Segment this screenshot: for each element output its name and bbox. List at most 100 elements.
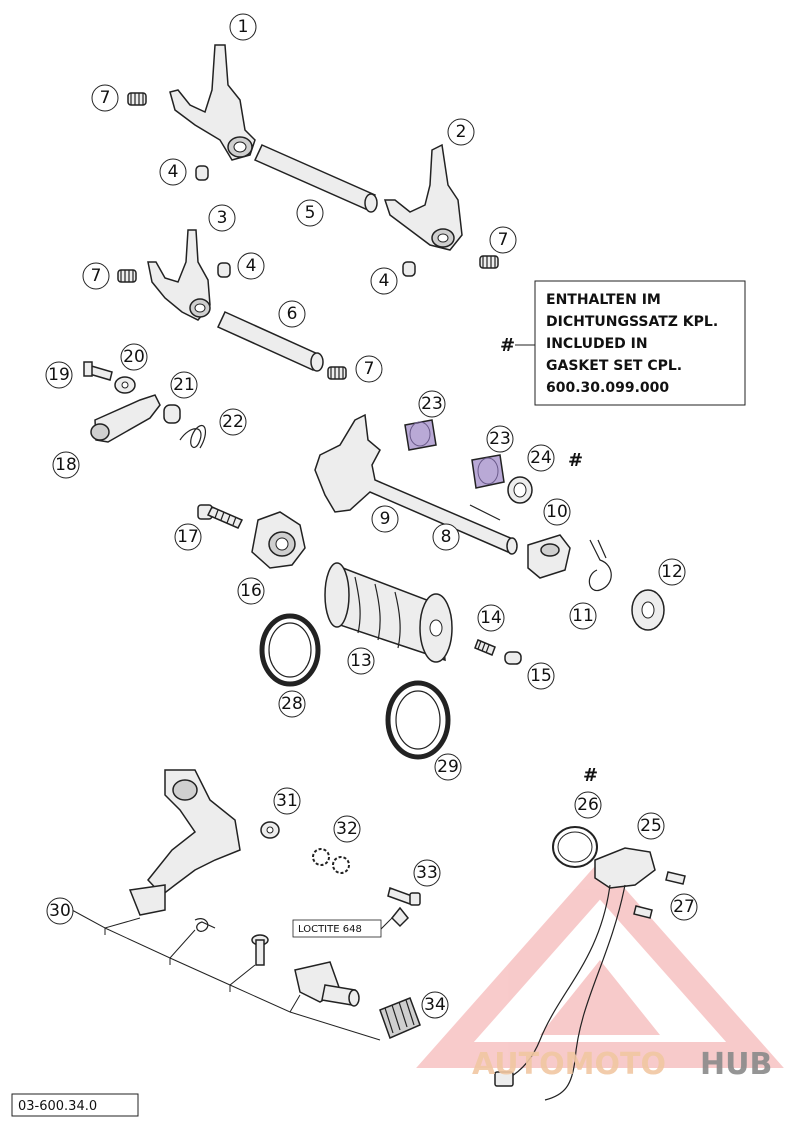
svg-text:2: 2 (456, 122, 467, 142)
spring-14 (474, 639, 496, 656)
callout-23a: 23 (418, 390, 446, 418)
guide-pin-4b (217, 262, 231, 278)
callout-22: 22 (219, 408, 247, 436)
needle-bearing-23a (404, 419, 437, 451)
callout-8: 8 (432, 523, 460, 551)
callout-3: 3 (208, 204, 236, 232)
callout-11: 11 (569, 602, 597, 630)
needle-bearing-23b (471, 454, 505, 489)
shift-drum-13 (324, 562, 453, 663)
callout-7a: 7 (91, 84, 119, 112)
callout-27: 27 (670, 893, 698, 921)
callout-28: 28 (278, 690, 306, 718)
shift-fork-1 (169, 44, 256, 161)
gasket-set-note: # ENTHALTEN IM DICHTUNGSSATZ KPL. INCLUD… (500, 280, 746, 406)
shift-lever-18 (90, 394, 161, 443)
svg-text:7: 7 (498, 230, 509, 250)
foot-peg-30c (294, 961, 360, 1007)
watermark-text-gray: HUB (700, 1047, 772, 1082)
svg-text:28: 28 (281, 694, 303, 714)
shift-fork-3 (147, 229, 211, 321)
note-line-5: 600.30.099.000 (546, 380, 669, 396)
svg-text:10: 10 (546, 502, 568, 522)
callout-30: 30 (46, 897, 74, 925)
svg-text:22: 22 (222, 412, 244, 432)
svg-text:30: 30 (49, 901, 71, 921)
callout-9: 9 (371, 505, 399, 533)
callout-19: 19 (45, 361, 73, 389)
svg-text:5: 5 (305, 203, 316, 223)
bolt-17 (197, 504, 244, 529)
o-ring-26 (552, 826, 598, 868)
spring-clip-30a (194, 918, 216, 932)
spring-7a (127, 92, 147, 106)
svg-text:34: 34 (424, 995, 446, 1015)
svg-text:15: 15 (530, 666, 552, 686)
callout-7b: 7 (82, 262, 110, 290)
shift-fork-2 (383, 143, 463, 251)
callout-31: 31 (273, 787, 301, 815)
svg-text:24: 24 (530, 448, 552, 468)
svg-text:13: 13 (350, 651, 372, 671)
callout-29: 29 (434, 753, 462, 781)
callout-17: 17 (174, 523, 202, 551)
shift-shaft-8 (314, 413, 518, 555)
svg-text:LOCTITE 648: LOCTITE 648 (298, 924, 362, 935)
spring-7d (327, 366, 347, 380)
note-line-4: GASKET SET CPL. (546, 358, 682, 374)
washer-31 (260, 821, 280, 839)
part-24-marker: # (568, 450, 583, 471)
watermark-logo-icon (416, 860, 784, 1068)
note-line-2: DICHTUNGSSATZ KPL. (546, 314, 718, 330)
part-26-marker: # (583, 765, 598, 786)
svg-text:4: 4 (379, 271, 390, 291)
callout-2: 2 (447, 118, 475, 146)
callout-25: 25 (637, 812, 665, 840)
svg-text:16: 16 (240, 581, 262, 601)
callout-21: 21 (170, 371, 198, 399)
screw-27b (633, 905, 653, 919)
svg-text:03-600.34.0: 03-600.34.0 (18, 1099, 97, 1114)
callout-24: 24 (527, 444, 555, 472)
rubber-34 (379, 997, 421, 1040)
svg-text:17: 17 (177, 527, 199, 547)
svg-text:33: 33 (416, 863, 438, 883)
svg-text:18: 18 (55, 455, 77, 475)
lock-washer-32b (332, 856, 350, 874)
svg-text:11: 11 (572, 606, 594, 626)
watermark-text: AUTOMOTO HUB (472, 1047, 772, 1082)
spring-7b (117, 269, 137, 283)
shift-drum-locator-16 (251, 511, 306, 569)
svg-text:19: 19 (48, 365, 70, 385)
svg-text:32: 32 (336, 819, 358, 839)
sleeve-21 (163, 404, 181, 424)
watermark-text-orange: AUTOMOTO (472, 1047, 666, 1082)
lock-washer-32a (312, 848, 330, 866)
note-line-3: INCLUDED IN (546, 336, 648, 352)
spring-7c (479, 255, 499, 269)
svg-text:1: 1 (238, 17, 249, 37)
loctite-label: LOCTITE 648 (292, 919, 382, 938)
screw-27a (665, 871, 686, 885)
callout-7d: 7 (355, 355, 383, 383)
bearing-29 (385, 680, 451, 760)
spring-22 (179, 424, 207, 449)
callout-6: 6 (278, 300, 306, 328)
leader-lines (71, 344, 535, 1041)
callout-18: 18 (52, 451, 80, 479)
svg-text:6: 6 (287, 304, 298, 324)
callout-4b: 4 (237, 252, 265, 280)
callout-14: 14 (477, 604, 505, 632)
guide-pin-4c (402, 261, 416, 277)
screw-19 (83, 361, 113, 381)
shaft-5 (253, 144, 378, 213)
svg-text:23: 23 (489, 429, 511, 449)
callout-5: 5 (296, 199, 324, 227)
svg-text:29: 29 (437, 757, 459, 777)
svg-text:27: 27 (673, 897, 695, 917)
shaft-6 (216, 311, 324, 372)
svg-text:9: 9 (380, 509, 391, 529)
svg-text:12: 12 (661, 562, 683, 582)
guide-pin-4a (195, 165, 209, 181)
